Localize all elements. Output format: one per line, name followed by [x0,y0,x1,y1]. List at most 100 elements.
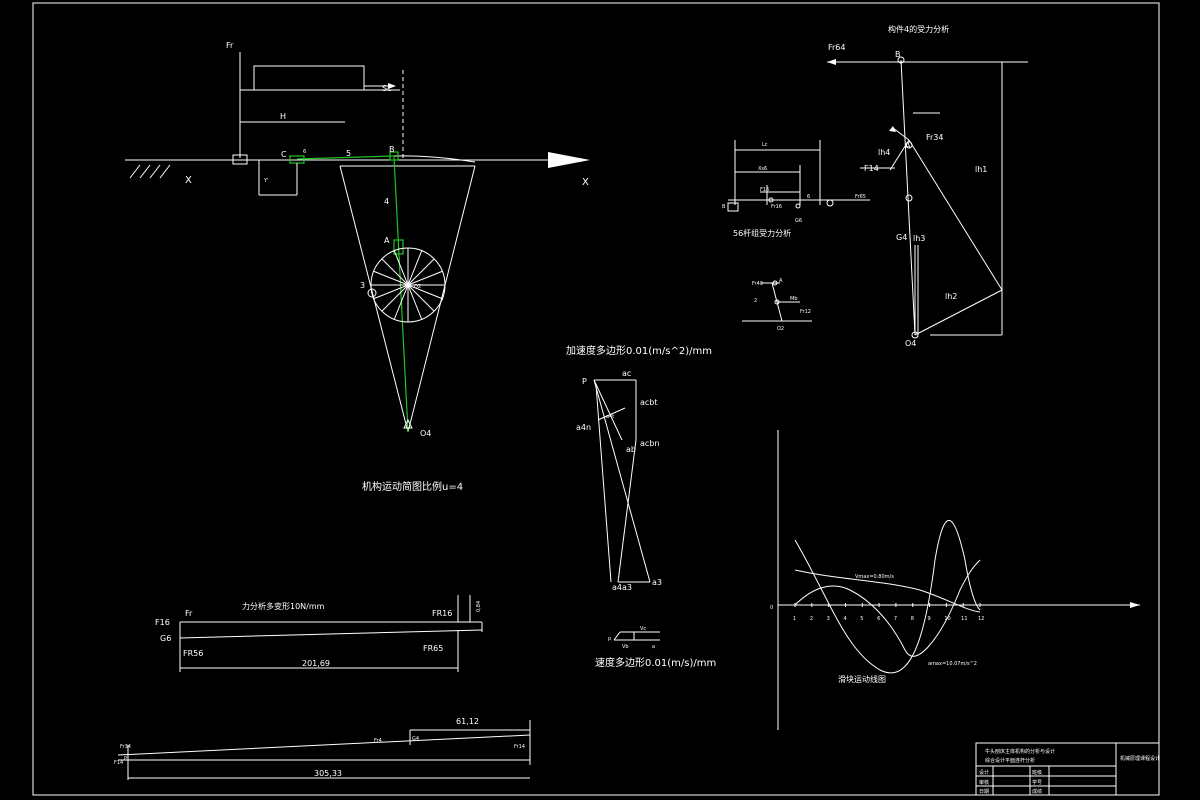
tb-r2c2: 学号 [1032,779,1042,786]
dim-201: 201,69 [302,659,330,668]
dim-084: 0,84 [476,601,482,612]
label-m-sd: Mb [790,296,798,302]
displacement-curve [794,569,981,613]
bottom-force-polygon: 61,12 305,33 F14 Fr34 Fr4 G4 Fr14 P [114,717,531,780]
label-g6-fp: G6 [160,634,171,643]
label-lh4: lh4 [878,148,890,157]
tb-r1c0: 设计 [979,769,989,776]
title-block: 牛头刨床主体机构的分析与设计 综合设计平面连杆分析 机械原理课程设计 设计 班级… [975,742,1160,796]
tb-r3c2: 成绩 [1032,788,1042,795]
label-fr64: Fr64 [828,43,846,52]
label-a-vel: a [652,644,655,650]
chart-origin: 0 [770,605,773,611]
chart-tick-label: 10 [944,616,950,622]
force-polygon-title: 力分析多变形10N/mm [242,601,325,611]
chart-tick-label: 2 [810,616,813,622]
label-a-m4: A [905,141,911,150]
group56-caption: 56杆组受力分析 [733,228,791,238]
label-p-bp: P [124,756,127,762]
small-crank-diagram: Fr43 A 2 Mb O2 Fr12 [742,278,812,332]
mechanism-diagram: Fr Sc H X X C 6 5 B 4 A 3 O2 O4 Y' 机构运动简… [125,41,590,493]
label-fr4-bp: Fr4 [374,738,382,744]
label-fr34: Fr34 [926,133,944,142]
x-axis-arrow-icon [548,152,590,168]
label-a4t: a4t [606,414,614,420]
label-g4-bp: G4 [412,736,419,742]
label-fr: Fr [226,41,234,50]
label-5: 5 [346,149,351,158]
label-b: B [389,145,395,154]
tb-title: 牛头刨床主体机构的分析与设计 [985,748,1055,755]
label-lc: Lc [762,142,768,148]
label-ab: ab [626,445,636,454]
label-a4a3: a4a3 [612,583,632,592]
label-acbn: acbn [640,439,659,448]
label-xs: Xs6 [758,166,767,172]
label-6: 6 [303,149,306,155]
label-acbt: acbt [640,398,658,407]
chart-tick-label: 11 [961,616,967,622]
label-fr34-bp: Fr34 [120,744,131,750]
label-y: Y' [263,178,268,184]
chart-tick-label: 12 [978,616,984,622]
label-o2: O2 [414,284,421,290]
label-p-acc: P [582,377,587,386]
tb-r2c0: 审核 [979,779,989,786]
label-b-g: B [722,204,726,210]
group56-analysis: Lc Xs6 F16 G6 Fr16 Fr65 6 B 56杆组受力分析 [722,140,870,238]
chart-tick-label: 8 [911,616,914,622]
label-fr43: Fr43 [752,281,763,287]
label-sc: Sc [382,84,391,93]
label-f14: F14 [864,164,879,173]
label-lh1: lh1 [975,165,987,174]
label-fr16: Fr16 [771,204,782,210]
label-fr65-fp: FR65 [423,644,443,653]
label-vc: Vc [640,626,646,632]
label-6-g: 6 [807,194,810,200]
tb-r3c0: 日期 [979,789,989,795]
label-ac: ac [622,369,631,378]
chart-tick-label: 3 [827,616,830,622]
label-2-sd: 2 [754,298,757,304]
label-p-vel: p [608,636,611,642]
dim-61: 61,12 [456,717,479,726]
label-o2-sd: O2 [777,326,784,332]
label-a-sd: A [779,278,783,284]
chart-tick-label: 1 [793,616,796,622]
label-a3: a3 [652,578,662,587]
velocity-curve [794,559,981,657]
acceleration-curve [794,520,981,674]
label-fr65: Fr65 [855,194,866,200]
label-lh2: lh2 [945,292,957,301]
label-x-left: X [185,175,192,186]
velocity-polygon: p Vc Vb a 速度多边形0.01(m/s)/mm [595,626,716,669]
force-polygon: F16 G6 Fr FR16 FR56 FR65 201,69 0,84 力分析… [155,595,483,672]
label-f16: F16 [760,187,769,193]
label-c: C [281,150,287,159]
label-fr16-fp: FR16 [432,609,452,618]
label-g4: G4 [896,233,907,242]
label-3: 3 [360,281,365,290]
dim-305: 305,33 [314,769,342,778]
acceleration-polygon: P ac acbt a4n acbn ab a4a3 a3 a4t 加速度多边形… [566,344,712,592]
member4-analysis: 构件4的受力分析 Fr64 B A Fr34 lh4 F14 lh1 G4 lh… [827,24,1028,348]
label-g6: G6 [795,218,802,224]
label-lh3: lh3 [913,234,925,243]
accel-title: 加速度多边形0.01(m/s^2)/mm [566,344,712,357]
label-a4n: a4n [576,423,591,432]
label-fr-fp: Fr [185,609,193,618]
motion-chart-caption: 滑块运动线图 [838,674,886,684]
tb-r1c2: 班级 [1032,769,1042,776]
tb-right: 机械原理课程设计 [1120,755,1160,762]
label-h: H [280,112,286,121]
member4-title: 构件4的受力分析 [888,24,949,34]
label-fr14-bp: Fr14 [514,744,525,750]
label-4: 4 [384,197,389,206]
label-b-m4: B [895,50,901,59]
chart-tick-label: 5 [860,616,863,622]
label-vb: Vb [622,644,629,650]
label-f14-bp: F14 [114,760,123,766]
